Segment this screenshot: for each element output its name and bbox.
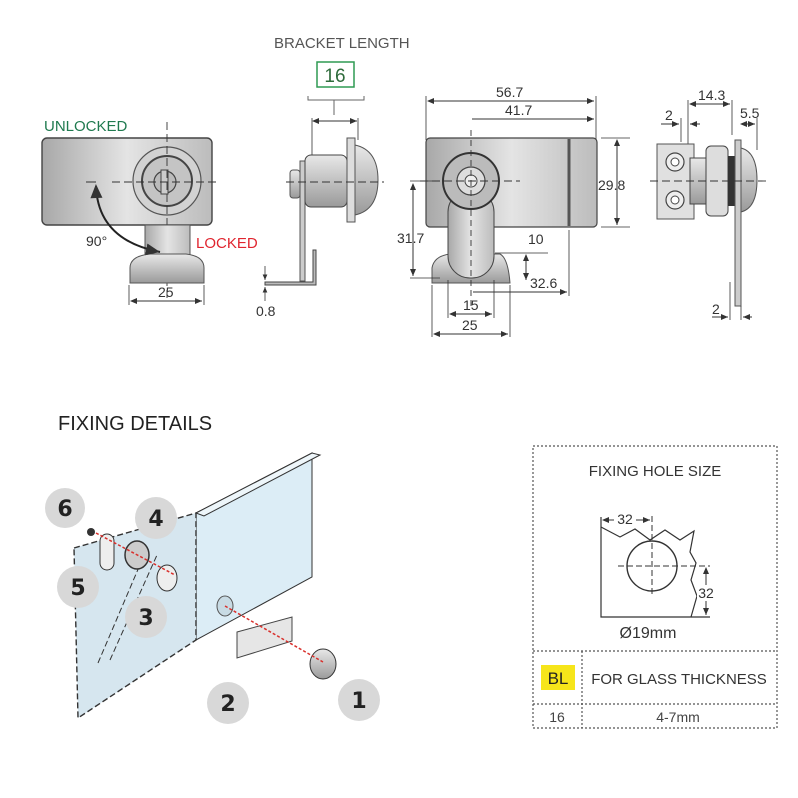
- fixing-details: FIXING DETAILS: [58, 413, 337, 720]
- bracket-l: [264, 249, 317, 286]
- cam-reach-dim: 32.6: [530, 275, 557, 291]
- offset-x-dim: 32: [617, 511, 633, 527]
- fixing-details-title: FIXING DETAILS: [58, 413, 212, 435]
- front-width-dim: 25: [158, 284, 174, 300]
- end-view: 14.3 2 5.5 2: [650, 87, 766, 320]
- glass-panel: [195, 452, 313, 641]
- rear-view: 56.7 41.7 29.8 31.7 10 32.6 15 25: [397, 84, 630, 337]
- part-badge-5: [57, 566, 99, 608]
- table-header-bl: BL: [548, 669, 569, 688]
- bracket-length-box: [316, 61, 355, 88]
- part-badge-1: [338, 679, 380, 721]
- part-badge-3: [125, 596, 167, 638]
- fixing-hole-panel: FIXING HOLE SIZE 32 32 Ø19mm BL FOR GLAS…: [532, 445, 778, 729]
- angle-label: 90°: [86, 233, 107, 249]
- cam-base-dim: 25: [462, 317, 478, 333]
- bracket-thickness-dim: 0.8: [256, 303, 276, 319]
- gap-bottom-dim: 2: [712, 301, 720, 317]
- hole-diameter: Ø19mm: [620, 625, 677, 642]
- gap-top-dim: 2: [665, 107, 673, 123]
- table-row: 16 4-7mm: [549, 709, 700, 725]
- body-length-dim: 14.3: [698, 87, 725, 103]
- svg-text:5: 5: [70, 576, 85, 601]
- center-to-edge-dim: 41.7: [505, 102, 532, 118]
- svg-text:1: 1: [351, 689, 366, 714]
- side-view: BRACKET LENGTH 16 0.8: [256, 35, 410, 319]
- svg-text:6: 6: [57, 497, 72, 522]
- cam-front: [129, 253, 205, 284]
- locked-label: LOCKED: [196, 235, 258, 252]
- front-view: UNLOCKED 90° LOCKED 25: [41, 118, 258, 305]
- part-2-plate: [236, 616, 293, 659]
- cam-neck-dim: 15: [463, 297, 479, 313]
- part-badge-2: [207, 682, 249, 724]
- svg-text:4: 4: [148, 507, 163, 532]
- cam-width-dim: 10: [528, 231, 544, 247]
- svg-text:3: 3: [138, 606, 153, 631]
- bracket-length-label: BRACKET LENGTH: [274, 35, 410, 52]
- height-dim: 29.8: [598, 177, 625, 193]
- table-cell-bl: 16: [549, 709, 565, 725]
- part-badge-6: [45, 488, 85, 528]
- bracket-length-value: 16: [324, 66, 345, 87]
- svg-text:2: 2: [220, 692, 235, 717]
- center-to-base-dim: 31.7: [397, 230, 424, 246]
- rotation-arrow: [90, 184, 161, 256]
- part-badge-4: [135, 497, 177, 539]
- unlocked-label: UNLOCKED: [44, 118, 128, 135]
- part-1-cylinder: [309, 648, 337, 680]
- fixing-hole-title: FIXING HOLE SIZE: [589, 463, 722, 480]
- offset-y-dim: 32: [698, 585, 714, 601]
- table-cell-thickness: 4-7mm: [656, 709, 700, 725]
- part-badges: 6 4 5 3 2 1: [45, 488, 380, 724]
- flange-dim: 5.5: [740, 105, 760, 121]
- table-header-glass-thickness: FOR GLASS THICKNESS: [591, 671, 767, 688]
- overall-width-dim: 56.7: [496, 84, 523, 100]
- bl-highlight: [541, 665, 575, 690]
